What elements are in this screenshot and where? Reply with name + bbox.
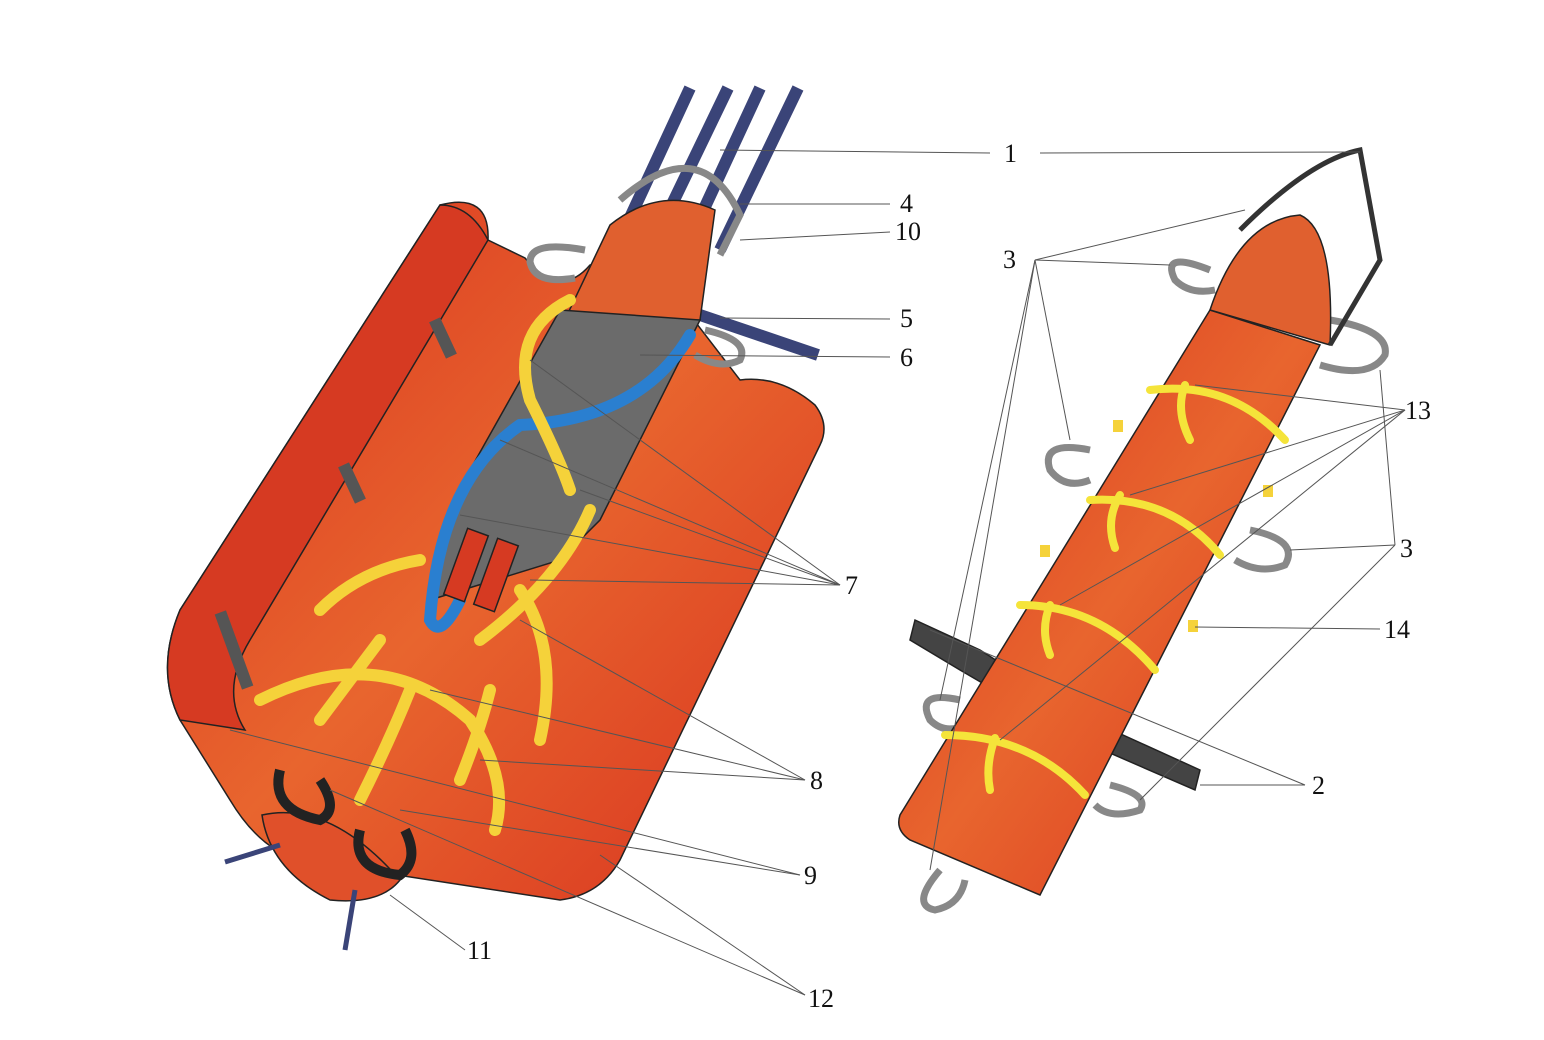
label-11: 11 — [467, 936, 492, 965]
pads-red — [442, 527, 520, 613]
label-10: 10 — [895, 217, 921, 246]
handles-right — [920, 258, 1389, 914]
rolled-stretcher — [898, 147, 1389, 914]
label-2: 2 — [1312, 771, 1325, 800]
foot-loops — [273, 768, 417, 881]
label-4: 4 — [900, 189, 913, 218]
label-14: 14 — [1384, 615, 1410, 644]
label-1: 1 — [1004, 139, 1017, 168]
label-3-top: 3 — [1003, 245, 1016, 274]
rolled-head — [1209, 214, 1332, 346]
label-13: 13 — [1405, 396, 1431, 425]
leader-lines — [229, 149, 1406, 996]
rolled-straps — [941, 381, 1289, 799]
label-7: 7 — [845, 571, 858, 600]
label-6: 6 — [900, 343, 913, 372]
straps-blue — [423, 329, 696, 633]
label-8: 8 — [810, 766, 823, 795]
head-section — [558, 199, 716, 331]
label-5: 5 — [900, 304, 913, 333]
sheet-slots — [214, 317, 457, 690]
side-tabs — [1040, 420, 1273, 632]
label-12: 12 — [808, 984, 834, 1013]
foot-ties — [224, 842, 358, 951]
callout-labels: 1 4 10 3 5 6 13 3 7 14 8 2 9 11 12 — [467, 139, 1431, 1013]
head-frame — [1238, 147, 1383, 347]
label-3-right: 3 — [1400, 534, 1413, 563]
rolled-body — [898, 309, 1322, 896]
sheet-roll — [166, 204, 489, 731]
straps-yellow — [254, 294, 596, 836]
handles-left — [526, 164, 746, 368]
label-9: 9 — [804, 861, 817, 890]
unrolled-stretcher — [166, 85, 825, 951]
